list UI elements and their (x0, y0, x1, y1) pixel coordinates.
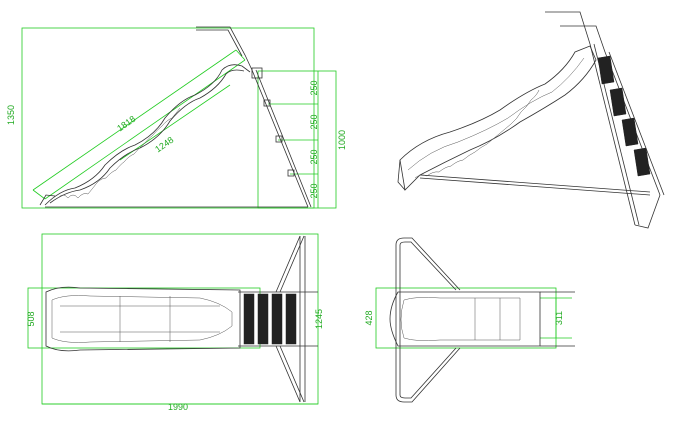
iso-handrail-left (545, 11, 591, 45)
iso-slide-bed (399, 45, 597, 191)
side-height-frame (21, 27, 315, 209)
top-inner-width-label: 508 (26, 311, 36, 326)
top-slide-outline (45, 286, 241, 352)
iso-ladder-rail-left (589, 43, 636, 226)
front-view: 428 311 (364, 237, 575, 403)
slide-profile (44, 64, 251, 206)
bed-length-dimline (119, 84, 231, 161)
top-length-label: 1990 (168, 402, 188, 412)
top-step-4 (285, 293, 297, 345)
step-3-label: 250 (309, 149, 319, 164)
front-support-upper (395, 237, 461, 291)
slide-length-dimline (32, 49, 237, 191)
front-width-a-frame (375, 287, 557, 349)
iso-step-1 (597, 55, 615, 85)
front-slide-outline (389, 291, 541, 347)
handrail (196, 26, 253, 71)
height-total-label: 1350 (6, 105, 16, 125)
iso-step-3 (621, 117, 639, 147)
front-support-lower (395, 245, 461, 403)
iso-handrail-right (560, 25, 606, 53)
slide-length-label: 1818 (115, 114, 137, 134)
side-view: 1350 1818 1248 1000 250 250 250 250 (6, 26, 347, 209)
top-step-3 (271, 293, 283, 345)
ladder-rail (251, 69, 309, 208)
top-step-2 (257, 293, 269, 345)
top-step-1 (243, 293, 255, 345)
top-view: 508 1245 1990 (26, 233, 324, 412)
step-2-label: 250 (309, 114, 319, 129)
iso-ground-line (419, 174, 651, 193)
iso-step-4 (633, 147, 651, 177)
front-width-b-label: 311 (554, 311, 564, 325)
ladder-dimension-frame (257, 70, 337, 209)
front-width-a-label: 428 (364, 310, 374, 325)
step-4-label: 250 (309, 183, 319, 198)
step-1-label: 250 (309, 80, 319, 95)
bed-length-label: 1248 (153, 135, 175, 155)
isometric-view (397, 11, 665, 229)
iso-step-2 (609, 87, 627, 117)
ladder-height-label: 1000 (337, 130, 347, 150)
top-outer-width-label: 1245 (314, 309, 324, 329)
